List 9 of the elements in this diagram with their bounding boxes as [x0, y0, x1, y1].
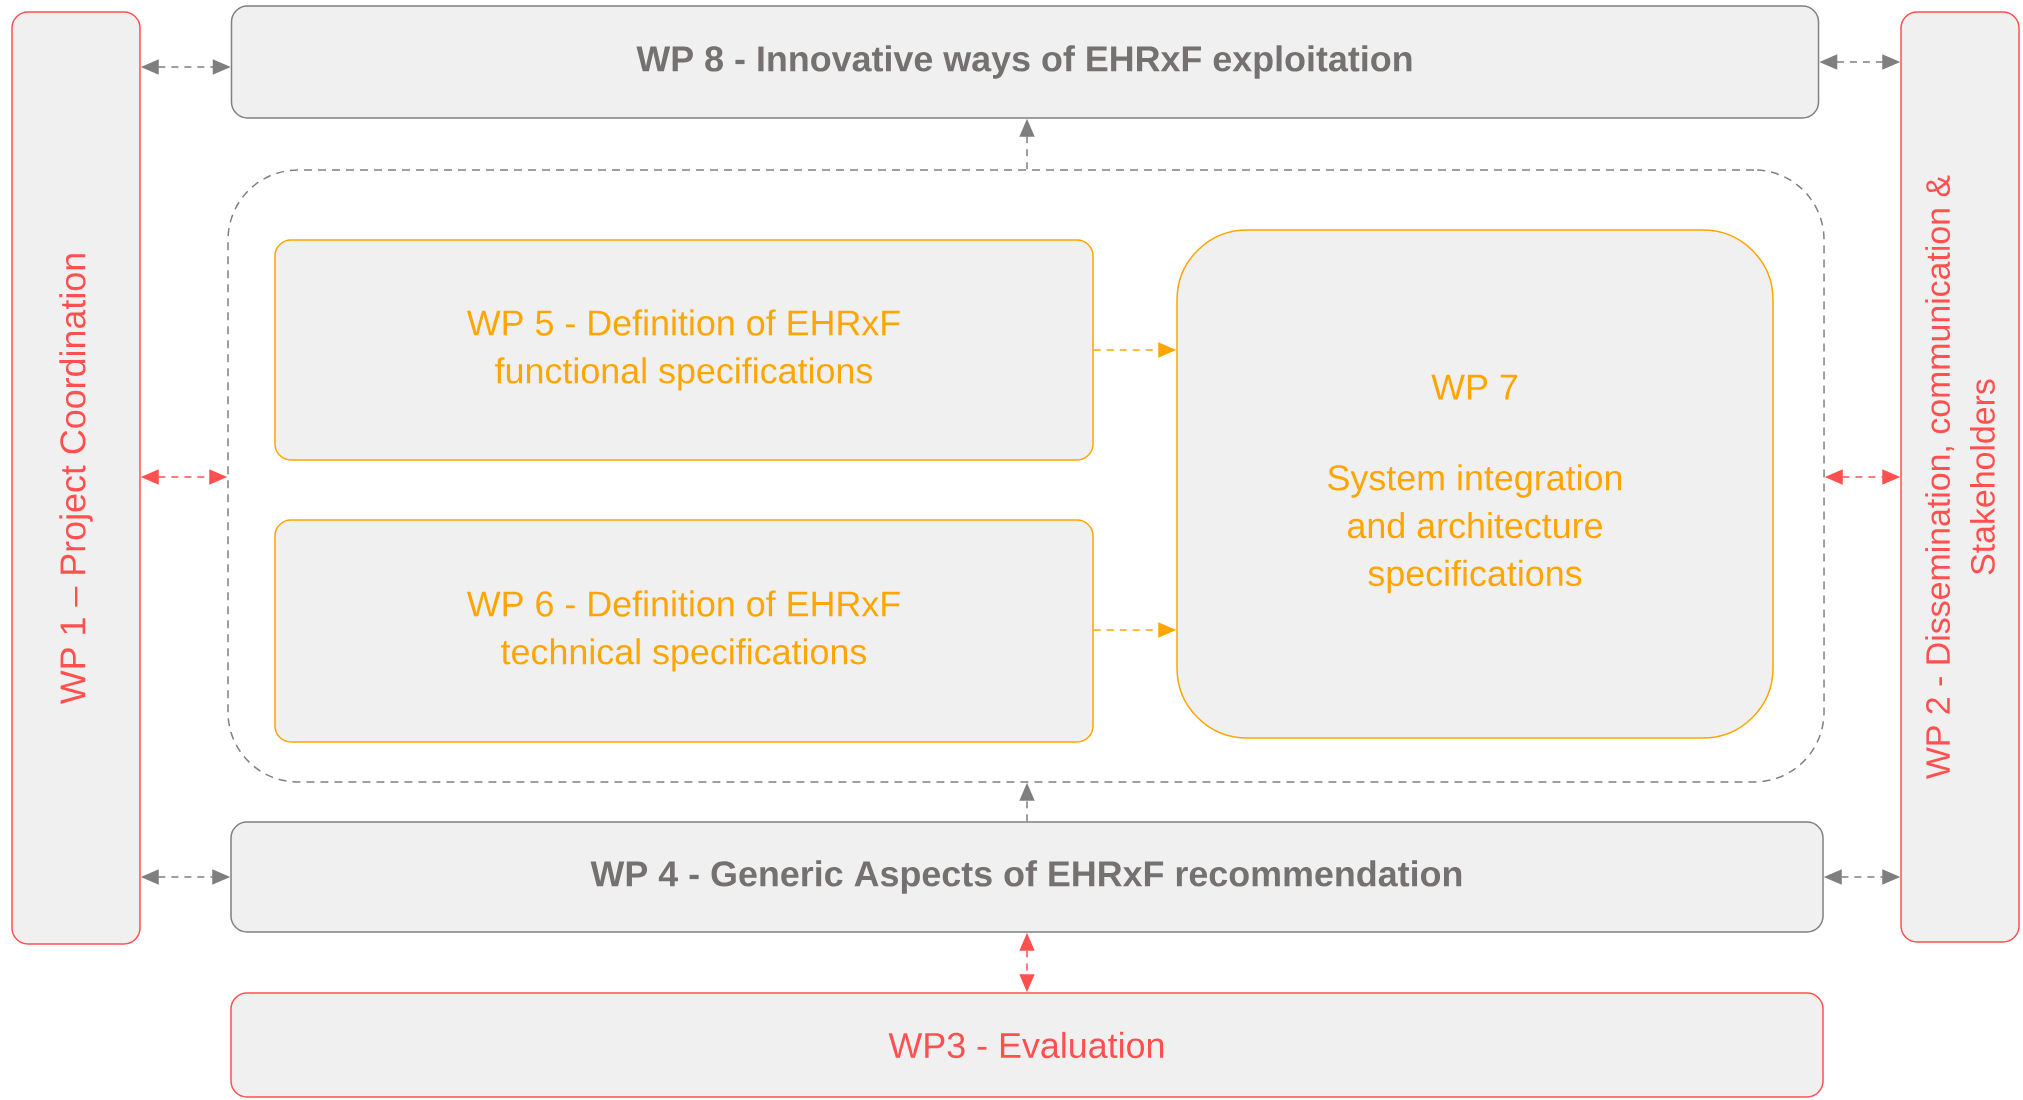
process-box: WP 4 - Generic Aspects of EHRxF recommendation — [230, 821, 1824, 933]
dashed-group-frame — [227, 169, 1825, 783]
process-box: WP 5 - Definition of EHRxF functional specifications — [274, 239, 1094, 461]
process-box: WP 7 System integration and architecture specifications — [1176, 229, 1774, 739]
process-box: WP 8 - Innovative ways of EHRxF exploitation — [230, 5, 1820, 119]
side-box: WP 2 - Dissemination, communication & Stakeholders — [1900, 11, 2020, 943]
side-box: WP 1 – Project Coordination — [11, 11, 141, 945]
process-box: WP3 - Evaluation — [230, 992, 1824, 1098]
process-box: WP 6 - Definition of EHRxF technical specifications — [274, 519, 1094, 743]
